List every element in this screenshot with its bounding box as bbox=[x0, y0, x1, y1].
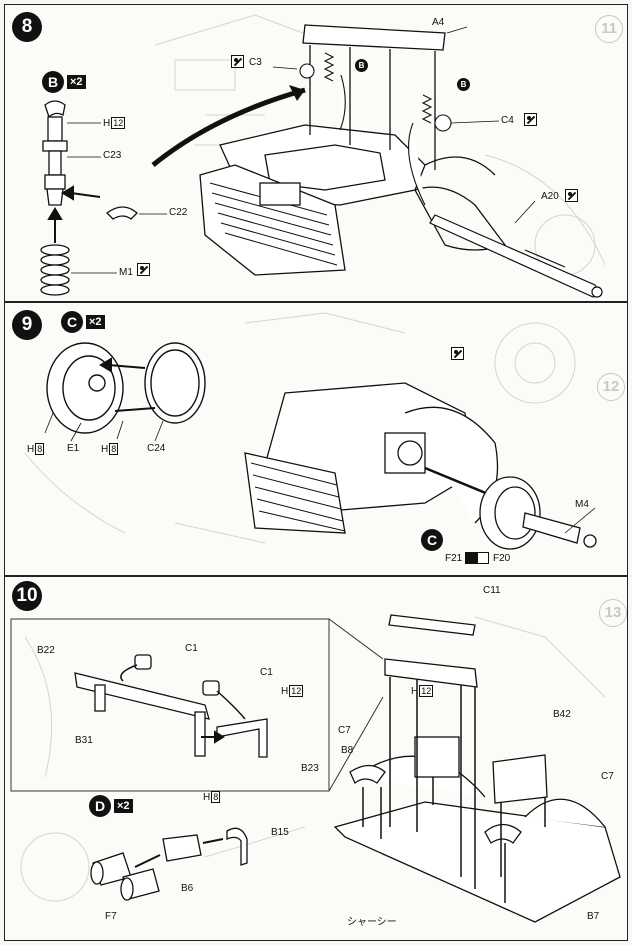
part-label-m4: M4 bbox=[575, 499, 589, 510]
sub-assembly-c-marker: C ×2 bbox=[61, 311, 105, 333]
sub-letter: B bbox=[42, 71, 64, 93]
glue-icon bbox=[524, 113, 537, 126]
sub-letter: D bbox=[89, 795, 111, 817]
part-label-c22: C22 bbox=[169, 207, 188, 218]
quantity-badge: ×2 bbox=[114, 799, 133, 813]
part-label-b8: B8 bbox=[341, 745, 354, 756]
glue-icon bbox=[565, 189, 578, 202]
sub-ref-b: B bbox=[457, 78, 470, 91]
part-label-c3: C3 bbox=[249, 57, 262, 68]
part-label-m1: M1 bbox=[119, 267, 133, 278]
sub-ref-c: C bbox=[421, 529, 443, 551]
part-label-b23: B23 bbox=[301, 763, 319, 774]
part-label-a20: A20 bbox=[541, 191, 559, 202]
sub-letter: C bbox=[61, 311, 83, 333]
part-label-e1: E1 bbox=[67, 443, 80, 454]
step-number: 8 bbox=[12, 12, 42, 42]
step-number: 9 bbox=[12, 310, 42, 340]
part-label-c7: C7 bbox=[601, 771, 614, 782]
step-10-drawing bbox=[10, 614, 621, 923]
part-label-b42: B42 bbox=[553, 709, 571, 720]
part-label-c11: C11 bbox=[483, 585, 501, 596]
step-number: 10 bbox=[12, 581, 42, 611]
part-label-c23: C23 bbox=[103, 150, 122, 161]
part-label-c4: C4 bbox=[501, 115, 514, 126]
quantity-badge: ×2 bbox=[67, 75, 86, 89]
part-label-c1: C1 bbox=[185, 643, 198, 654]
part-label-f20: F20 bbox=[493, 553, 511, 564]
part-label-b31: B31 bbox=[75, 735, 93, 746]
ghost-step-number: 12 bbox=[597, 373, 625, 401]
part-label-b22: B22 bbox=[37, 645, 55, 656]
part-label-b6: B6 bbox=[181, 883, 194, 894]
sub-assembly-b-marker: B ×2 bbox=[42, 71, 86, 93]
part-label-f7: F7 bbox=[105, 911, 117, 922]
ghost-step-number: 11 bbox=[595, 15, 623, 43]
ghost-step-number: 13 bbox=[599, 599, 627, 627]
sub-assembly-d-marker: D ×2 bbox=[89, 795, 133, 817]
part-label-a4: A4 bbox=[432, 17, 445, 28]
paint-color-icon bbox=[465, 552, 489, 564]
part-label-chassis: シャーシー bbox=[347, 917, 397, 928]
step-8-drawing bbox=[40, 14, 606, 298]
part-label-b7: B7 bbox=[587, 911, 600, 922]
glue-icon bbox=[451, 347, 464, 360]
part-label-b15: B15 bbox=[271, 827, 289, 838]
part-label-c7: C7 bbox=[338, 725, 351, 736]
part-label-f21: F21 bbox=[445, 553, 463, 564]
sub-ref-b: B bbox=[355, 59, 368, 72]
part-label-c24: C24 bbox=[147, 443, 166, 454]
step-9-drawing bbox=[24, 312, 597, 550]
quantity-badge: ×2 bbox=[86, 315, 105, 329]
glue-icon bbox=[137, 263, 150, 276]
part-label-c1: C1 bbox=[260, 667, 273, 678]
glue-icon bbox=[231, 55, 244, 68]
